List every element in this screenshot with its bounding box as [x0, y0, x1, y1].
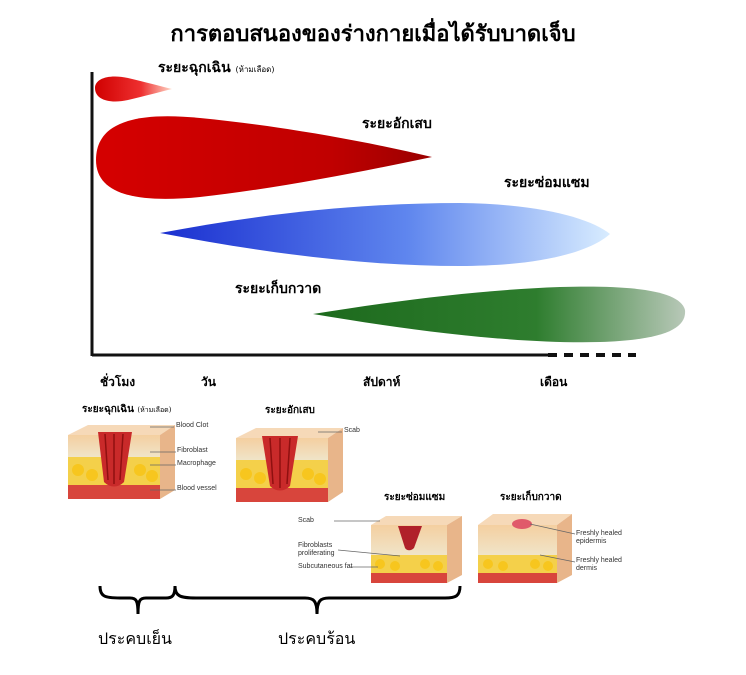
inflammation-stage-label: ระยะอักเสบ — [265, 405, 315, 416]
cleanup-skin-illustration — [478, 514, 572, 583]
time-tick-hours: ชั่วโมง — [100, 375, 136, 389]
time-tick-months: เดือน — [540, 375, 568, 389]
repair-skin-illustration — [371, 516, 462, 583]
emergency-phase-shape — [95, 76, 172, 102]
cold-compress-label: ประคบเย็น — [98, 629, 172, 648]
fibroblasts-annotation-line1: Fibroblasts — [298, 542, 333, 549]
subcutaneous-fat-annotation: Subcutaneous fat — [298, 563, 353, 570]
cleanup-phase-label: ระยะเก็บกวาด — [235, 281, 322, 297]
scab-annotation-inflammation: Scab — [344, 427, 360, 434]
inflammation-phase-shape — [96, 116, 432, 199]
cleanup-phase-shape — [313, 286, 686, 343]
hot-compress-brace — [173, 585, 462, 615]
repair-phase-shape — [160, 203, 610, 266]
page-title: การตอบสนองของร่างกายเมื่อได้รับบาดเจ็บ — [170, 22, 576, 47]
fibroblast-annotation: Fibroblast — [177, 447, 208, 454]
repair-stage-label: ระยะซ่อมแซม — [384, 492, 446, 503]
healed-epidermis-annotation-line2: epidermis — [576, 538, 607, 545]
time-tick-weeks: สัปดาห์ — [363, 375, 401, 389]
healed-dermis-annotation-line2: dermis — [576, 565, 598, 572]
annotation-lines — [150, 426, 576, 568]
scab-annotation-repair: Scab — [298, 517, 314, 524]
time-tick-days: วัน — [201, 375, 216, 389]
cleanup-stage-label: ระยะเก็บกวาด — [500, 492, 562, 503]
cold-compress-brace — [98, 585, 177, 615]
emergency-skin-illustration — [68, 425, 175, 499]
hot-compress-label: ประคบร้อน — [278, 629, 356, 648]
blood-clot-annotation: Blood Clot — [176, 422, 209, 429]
macrophage-annotation: Macrophage — [177, 460, 216, 467]
inflammation-skin-illustration — [236, 428, 343, 502]
blood-vessel-annotation: Blood vessel — [177, 485, 217, 492]
healed-dermis-annotation-line1: Freshly healed — [576, 557, 622, 564]
emergency-stage-label: ระยะฉุกเฉิน (ห้ามเลือด) — [82, 404, 172, 415]
emergency-phase-label: ระยะฉุกเฉิน (ห้ามเลือด) — [158, 60, 275, 76]
fibroblasts-annotation-line2: proliferating — [298, 550, 335, 557]
repair-phase-label: ระยะซ่อมแซม — [504, 175, 590, 191]
inflammation-phase-label: ระยะอักเสบ — [362, 116, 432, 132]
healed-epidermis-annotation-line1: Freshly healed — [576, 530, 622, 537]
